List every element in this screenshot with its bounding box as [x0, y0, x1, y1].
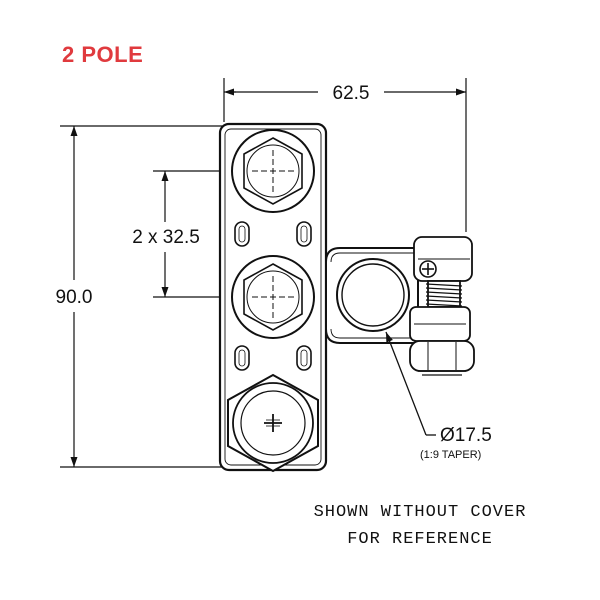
note-line-2: FOR REFERENCE [347, 530, 493, 549]
diameter-label: Ø17.5 [440, 425, 492, 446]
mounting-slot-top-left [234, 221, 250, 247]
mounting-slots [234, 221, 312, 371]
title-label: 2 POLE [62, 42, 144, 67]
width-dimension-label: 62.5 [333, 83, 370, 104]
clamp-bolt [409, 236, 475, 376]
bottom-screw-icon [264, 414, 282, 432]
clamp-body-inner [330, 252, 414, 339]
height-dimension-label: 90.0 [56, 287, 93, 308]
width-dimension [223, 78, 467, 232]
bolt-threads [425, 283, 463, 307]
note-line-1: SHOWN WITHOUT COVER [313, 503, 527, 522]
middle-stud-inner [246, 270, 300, 324]
diameter-leader [385, 331, 436, 436]
middle-stud-nut [231, 255, 315, 339]
height-dimension [60, 125, 226, 468]
top-stud-nut [231, 129, 315, 213]
mounting-slot-top-right [296, 221, 312, 247]
clamp-bore-inner [341, 263, 405, 327]
mounting-slot-bottom-left [234, 345, 250, 371]
clamp-arm [325, 247, 419, 344]
leader-line [385, 331, 427, 436]
clamp-bore [336, 258, 410, 332]
screw-head-icon [419, 260, 437, 278]
bottom-terminal-inner [240, 390, 306, 456]
mounting-slot-bottom-right [296, 345, 312, 371]
taper-label: (1:9 TAPER) [420, 449, 481, 461]
clamp-nut [409, 340, 475, 372]
pitch-dimension-label: 2 x 32.5 [132, 227, 200, 248]
top-stud-inner [246, 144, 300, 198]
